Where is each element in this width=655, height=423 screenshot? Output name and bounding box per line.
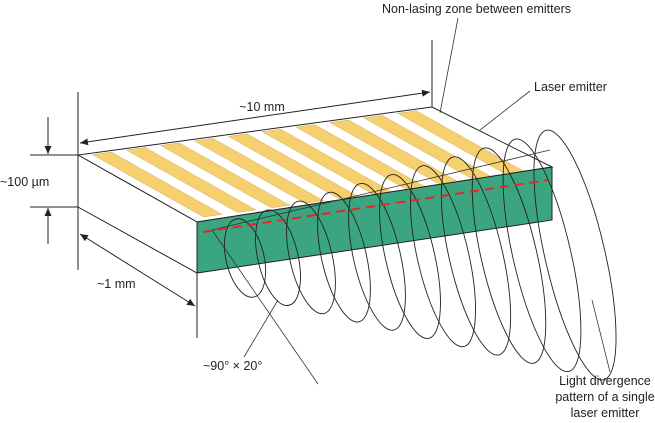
emitter-stripe — [92, 151, 223, 218]
divergence-ellipse — [502, 138, 582, 373]
divergence-label-line2: pattern of a single — [555, 390, 654, 404]
dimension-length: ~10 mm — [77, 40, 433, 155]
emitter-stripe — [125, 147, 257, 213]
divergence-pattern-leader — [591, 299, 611, 373]
height-label: ~100 µm — [0, 175, 49, 189]
divergence-angle-leader — [243, 299, 279, 358]
divergence-rays — [211, 149, 551, 385]
dimension-height: ~100 µm — [0, 117, 78, 244]
divergence-ellipse — [286, 200, 336, 315]
divergence-label-line3: laser emitter — [571, 406, 640, 420]
callout-laser-emitter: Laser emitter — [479, 80, 607, 131]
divergence-label-line1: Light divergence — [559, 374, 651, 388]
divergence-ellipse — [379, 174, 441, 339]
depth-label: ~1 mm — [97, 277, 136, 291]
callout-divergence-pattern: Light divergence pattern of a single las… — [555, 299, 655, 420]
divergence-ellipse — [223, 218, 267, 298]
beam-axis — [202, 179, 549, 233]
divergence-ray-upper — [211, 149, 551, 231]
divergence-ellipse — [410, 165, 476, 348]
length-arrow — [79, 89, 431, 146]
length-label: ~10 mm — [239, 100, 285, 114]
divergence-ray-lower — [211, 229, 319, 385]
depth-arrow — [79, 233, 196, 307]
laser-emitter-leader — [479, 90, 531, 131]
divergence-pattern — [223, 129, 617, 381]
dimension-depth: ~1 mm — [77, 207, 198, 338]
callout-divergence-angle: ~90° × 20° — [203, 299, 279, 373]
divergence-angle-label: ~90° × 20° — [203, 359, 262, 373]
divergence-ellipse — [348, 182, 406, 331]
divergence-ellipse — [440, 156, 512, 356]
divergence-ellipse — [255, 209, 301, 306]
non-lasing-leader — [439, 17, 459, 114]
divergence-ellipse — [471, 147, 547, 364]
divergence-ellipse — [533, 129, 617, 381]
callout-non-lasing: Non-lasing zone between emitters — [382, 2, 571, 114]
laser-bar — [76, 106, 554, 274]
non-lasing-zone-label: Non-lasing zone between emitters — [382, 2, 571, 16]
laser-emitter-label: Laser emitter — [534, 80, 607, 94]
divergence-ellipse — [317, 191, 371, 323]
